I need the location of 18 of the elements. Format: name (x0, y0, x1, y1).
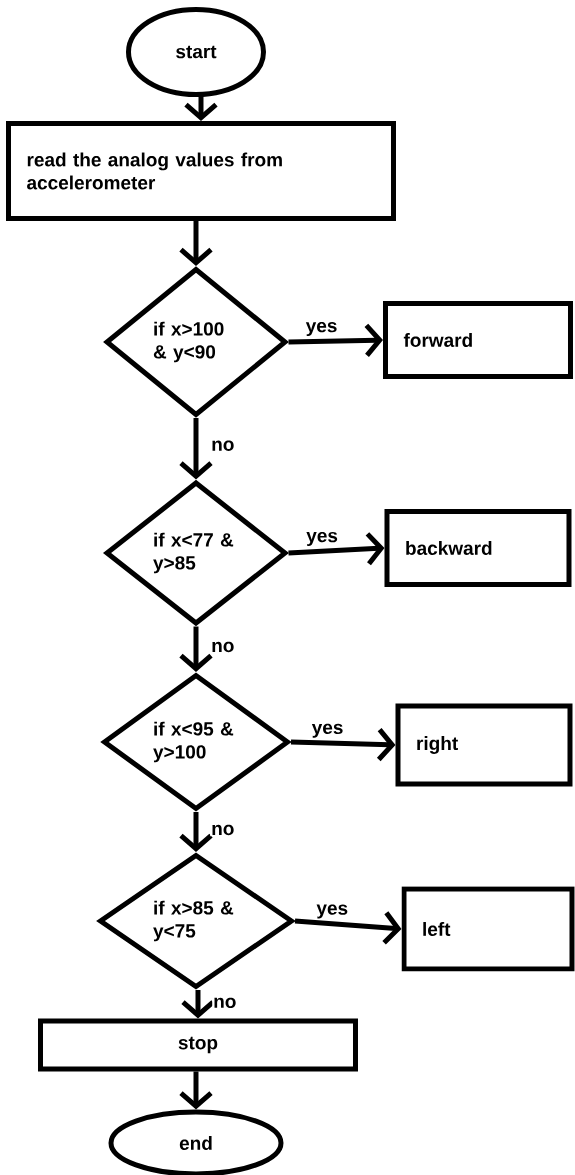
edge-label: yes (305, 321, 337, 337)
edge-label: yes (306, 531, 338, 547)
process-box: right (395, 703, 573, 787)
arrow (290, 727, 396, 762)
process-box: forward (383, 301, 573, 379)
edge-label: no (212, 641, 234, 653)
arrow (288, 532, 385, 566)
process-box: read the analog values from accelerometer (6, 121, 396, 221)
process-box: stop (38, 1018, 358, 1072)
edge-label: yes (316, 904, 348, 919)
edge-label: no (214, 997, 236, 1009)
process-box: left (401, 886, 575, 972)
edge-label: no (212, 440, 234, 451)
edge-label: no (212, 824, 234, 836)
process-box: backward (384, 509, 572, 587)
arrow (294, 911, 402, 945)
edge-label: yes (311, 723, 343, 738)
arrow (288, 323, 383, 357)
